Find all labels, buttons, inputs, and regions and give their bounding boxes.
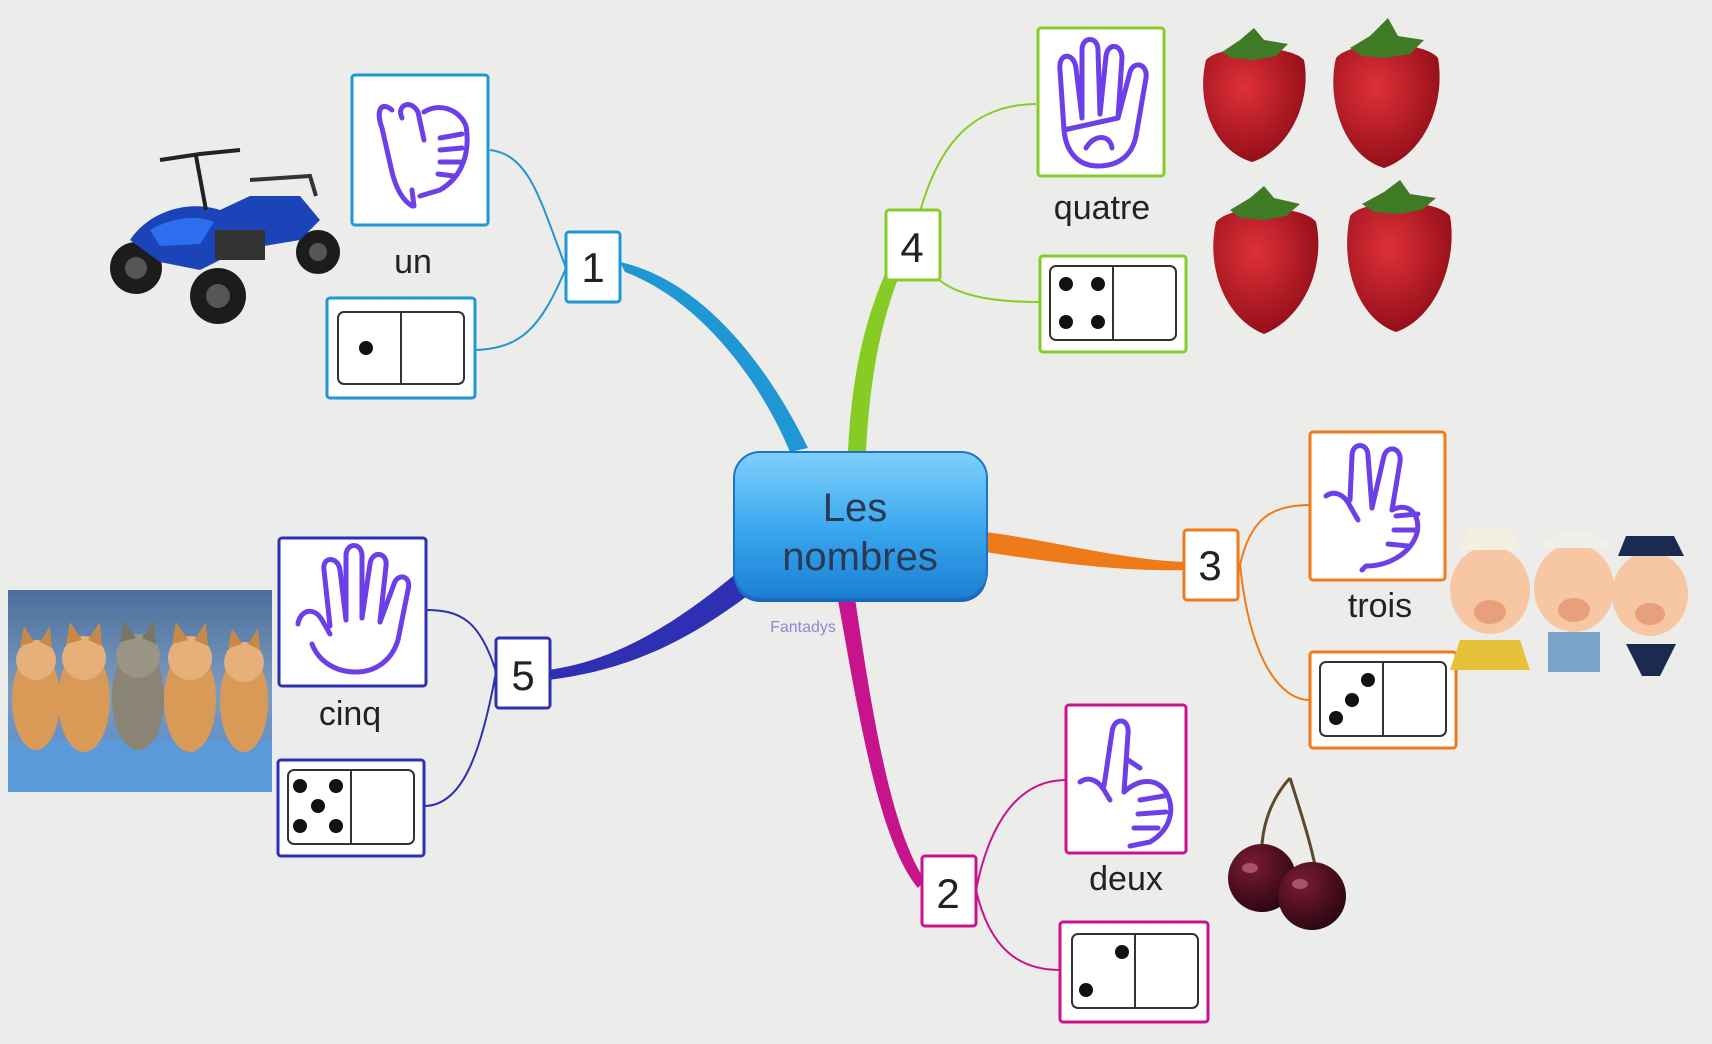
domino-pip [1345,693,1359,707]
three-pigs-picture [1450,528,1688,676]
hand-five-icon [295,543,412,675]
number-box-cinq[interactable]: 5 [494,636,552,710]
hand-card-quatre[interactable] [1036,26,1166,178]
word-trois: trois [1348,587,1412,625]
number-box-quatre[interactable]: 4 [884,208,942,282]
main-branch-deux [838,598,925,888]
kittens-picture [8,590,272,792]
hand-four-icon [1057,37,1149,169]
number-box-trois[interactable]: 3 [1182,528,1240,602]
domino-card-deux[interactable] [1058,920,1210,1024]
word-quatre: quatre [1054,189,1150,227]
central-title-line2: nombres [782,535,938,579]
number-deux: 2 [936,870,959,917]
domino-pip [293,779,307,793]
hand-card-un[interactable] [350,73,490,227]
domino-pip [359,341,373,355]
number-box-un[interactable]: 1 [564,230,622,304]
hand-card-cinq[interactable] [277,536,428,688]
number-quatre: 4 [900,224,923,271]
domino-pip [1059,315,1073,329]
main-branch-cinq [548,572,755,680]
domino-pip [329,819,343,833]
strawberries-picture [1203,18,1452,334]
hand-two-icon [1077,718,1174,849]
number-un: 1 [581,244,604,291]
quad-bike-picture [110,148,340,324]
hand-three-icon [1323,443,1421,573]
main-branches [548,236,1186,888]
word-deux: deux [1089,860,1163,898]
hand-card-deux[interactable] [1064,703,1188,855]
watermark-label: Fantadys [770,619,836,636]
domino-pip [311,799,325,813]
number-cinq: 5 [511,652,534,699]
central-node[interactable]: Les nombres [733,451,988,602]
number-trois: 3 [1198,542,1221,589]
domino-pip [1115,945,1129,959]
central-title-line1: Les [823,486,888,530]
main-branch-un [620,262,808,452]
domino-pip [1091,315,1105,329]
hand-one-icon [376,102,470,209]
number-box-deux[interactable]: 2 [920,854,978,928]
domino-card-quatre[interactable] [1038,254,1188,354]
domino-pip [1079,983,1093,997]
domino-card-trois[interactable] [1308,650,1458,750]
domino-pip [1091,277,1105,291]
domino-card-cinq[interactable] [276,758,426,858]
domino-card-un[interactable] [325,296,477,400]
hand-card-trois[interactable] [1308,430,1447,582]
cherries-picture [1228,776,1346,930]
word-cinq: cinq [319,695,381,733]
domino-pip [329,779,343,793]
word-un: un [394,243,432,281]
domino-pip [1361,673,1375,687]
main-branch-quatre [848,236,914,452]
domino-pip [1329,711,1343,725]
domino-pip [293,819,307,833]
main-branch-trois [985,532,1186,571]
sub-branches [423,103,1311,971]
domino-pip [1059,277,1073,291]
